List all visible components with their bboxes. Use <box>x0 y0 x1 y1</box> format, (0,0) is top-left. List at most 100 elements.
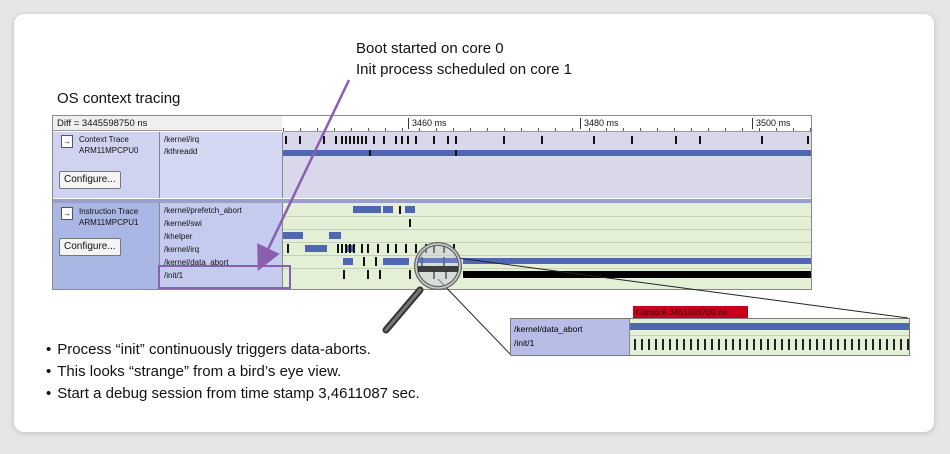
highlight-box <box>158 265 291 289</box>
ruler-tick <box>334 128 335 131</box>
configure-button[interactable]: Configure... <box>59 238 121 256</box>
init-tick <box>732 339 734 350</box>
ruler-tick <box>402 128 403 131</box>
init-tick <box>641 339 643 350</box>
ruler-tick <box>385 128 386 131</box>
row-label: /kernel/irq <box>164 135 200 144</box>
init-tick <box>367 270 369 279</box>
init-tick <box>893 339 895 350</box>
irq-tick <box>433 136 435 144</box>
irq-tick <box>395 244 397 253</box>
ruler-tick <box>572 128 573 131</box>
irq-tick <box>447 136 449 144</box>
ruler-tick <box>368 128 369 131</box>
irq-tick <box>341 244 343 253</box>
configure-button[interactable]: Configure... <box>59 171 121 189</box>
ruler-tick <box>436 128 437 131</box>
ruler-tick <box>657 128 658 131</box>
ruler-tick <box>317 128 318 131</box>
irq-tick <box>401 136 403 144</box>
init-tick <box>662 339 664 350</box>
irq-tick <box>455 136 457 144</box>
init-tick <box>718 339 720 350</box>
zoom-view: /kernel/data_abort /init/1 <box>510 318 910 356</box>
irq-tick <box>341 136 343 144</box>
irq-tick <box>337 244 339 253</box>
ruler-tick <box>674 128 675 131</box>
ruler-tick <box>708 128 709 131</box>
init-tick <box>343 270 345 279</box>
init-tick <box>802 339 804 350</box>
init-tick <box>795 339 797 350</box>
irq-tick <box>503 136 505 144</box>
irq-tick <box>287 244 289 253</box>
init-tick <box>830 339 832 350</box>
init-tick <box>753 339 755 350</box>
kthreadd-tick <box>369 150 371 156</box>
init-tick <box>767 339 769 350</box>
irq-tick <box>593 136 595 144</box>
ruler-tick <box>640 128 641 131</box>
zoom-labels: /kernel/data_abort /init/1 <box>511 319 630 355</box>
irq-tick <box>345 136 347 144</box>
ruler-tick <box>776 128 777 131</box>
prefetch-bar <box>353 206 381 213</box>
init-tick <box>858 339 860 350</box>
init-tick <box>781 339 783 350</box>
init-tick <box>851 339 853 350</box>
context-trace-timeline[interactable] <box>283 132 811 198</box>
row-label: /kernel/prefetch_abort <box>164 206 242 215</box>
section-title: OS context tracing <box>57 90 181 107</box>
zoom-timeline[interactable] <box>630 319 909 355</box>
pin-icon[interactable]: → <box>61 135 73 148</box>
ruler-tick <box>589 128 590 131</box>
irq-tick <box>675 136 677 144</box>
instruction-trace-timeline[interactable] <box>283 203 811 289</box>
irq-tick <box>373 136 375 144</box>
kthreadd-bar <box>283 150 811 156</box>
init-tick <box>669 339 671 350</box>
track-separator <box>53 199 811 203</box>
context-trace-header: → Context Trace ARM11MPCPU0 Configure... <box>53 132 160 198</box>
data-abort-bar <box>343 258 353 265</box>
data-abort-bar <box>383 258 409 265</box>
irq-bar <box>305 245 327 252</box>
instruction-trace-rows: /kernel/prefetch_abort /kernel/swi /khel… <box>160 203 283 289</box>
context-trace-cpu: ARM11MPCPU0 <box>79 146 139 155</box>
kthreadd-tick <box>455 150 457 156</box>
irq-tick <box>367 244 369 253</box>
init-tick <box>760 339 762 350</box>
irq-tick <box>377 244 379 253</box>
ruler-mark: 3500 ms <box>752 118 791 129</box>
irq-tick <box>407 136 409 144</box>
prefetch-bar <box>383 206 393 213</box>
khelper-bar <box>329 232 341 239</box>
init-tick <box>676 339 678 350</box>
init-tick <box>655 339 657 350</box>
init-tick <box>865 339 867 350</box>
ruler-tick <box>810 128 811 131</box>
bullet-item: Process “init” continuously triggers dat… <box>46 339 420 361</box>
instruction-trace-header: → Instruction Trace ARM11MPCPU1 Configur… <box>53 203 160 289</box>
irq-tick <box>299 136 301 144</box>
irq-tick <box>631 136 633 144</box>
init-tick <box>746 339 748 350</box>
init-tick <box>788 339 790 350</box>
pin-icon[interactable]: → <box>61 207 73 220</box>
init-tick <box>837 339 839 350</box>
irq-tick <box>395 136 397 144</box>
ruler-tick <box>283 128 284 131</box>
prefetch-bar <box>405 206 415 213</box>
ruler-tick <box>691 128 692 131</box>
ruler-tick <box>504 128 505 131</box>
row-label: /khelper <box>164 232 193 241</box>
init-tick <box>634 339 636 350</box>
init-tick <box>886 339 888 350</box>
init-tick <box>739 339 741 350</box>
init-tick <box>844 339 846 350</box>
init-tick <box>809 339 811 350</box>
irq-tick <box>285 136 287 144</box>
irq-tick <box>383 136 385 144</box>
time-ruler[interactable]: 3460 ms 3480 ms 3500 ms <box>283 116 811 132</box>
ruler-tick <box>555 128 556 131</box>
